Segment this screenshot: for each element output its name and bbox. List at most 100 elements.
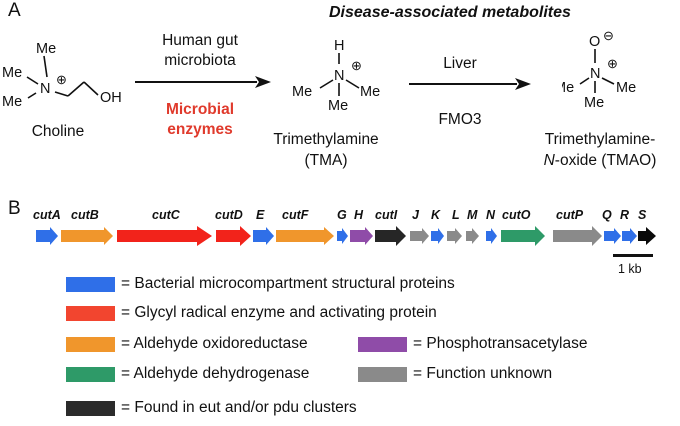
- gene-label-R: R: [620, 208, 630, 222]
- choline-atom-oh: OH: [100, 90, 122, 106]
- gene-label-H: H: [354, 208, 364, 222]
- gene-label-J: J: [412, 208, 419, 222]
- choline-atom-me-left: Me: [2, 65, 22, 81]
- gene-arrow-Q: [604, 228, 621, 244]
- legend-swatch: [358, 366, 407, 382]
- gene-label-cutF: cutF: [282, 208, 309, 222]
- legend-swatch: [66, 336, 115, 352]
- gene-arrow-L: [447, 228, 462, 244]
- legend-item-eut-pdu: = Found in eut and/or pdu clusters: [66, 397, 357, 419]
- step1-bottom-line1: Microbial: [165, 101, 235, 118]
- metabolites-heading: Disease-associated metabolites: [329, 4, 571, 21]
- gene-arrow-cutA: [36, 227, 58, 245]
- legend-swatch: [66, 305, 115, 321]
- gene-label-cutO: cutO: [502, 208, 531, 222]
- legend-text: = Found in eut and/or pdu clusters: [121, 399, 357, 416]
- tmao-atom-me-right: Me: [616, 80, 636, 96]
- tmao-plus-charge: ⊕: [607, 56, 618, 71]
- step1-bottom-line2: enzymes: [167, 121, 233, 138]
- panel-a-label: A: [8, 0, 21, 21]
- tma-plus-charge: ⊕: [351, 58, 362, 73]
- choline-atom-me-top: Me: [36, 41, 56, 57]
- step1-top-line1: Human gut: [162, 32, 238, 49]
- tmao-label-line2: N-oxide (TMAO): [525, 151, 675, 170]
- legend-item-microcompartment: = Bacterial microcompartment structural …: [66, 273, 455, 295]
- legend-text: = Aldehyde dehydrogenase: [121, 365, 310, 382]
- legend-item-phosphotransacetylase: = Phosphotransacetylase: [358, 333, 588, 355]
- gene-arrow-N: [486, 228, 497, 244]
- gene-label-M: M: [467, 208, 478, 222]
- tmao-atom-me-bottom: Me: [584, 95, 604, 111]
- scale-bar: [613, 254, 653, 257]
- gene-label-cutP: cutP: [556, 208, 584, 222]
- tmao-atom-me-left: Me: [562, 80, 574, 96]
- panel-b-label: B: [8, 198, 21, 219]
- tma-atom-h: H: [334, 38, 344, 54]
- step2-top-label: Liver: [443, 55, 477, 72]
- tmao-label-rest: -oxide (TMAO): [554, 152, 657, 169]
- tmao-minus-charge: ⊖: [603, 30, 614, 43]
- tma-atom-n: N: [334, 68, 344, 84]
- gene-arrow-H: [350, 227, 373, 245]
- gene-arrow-G: [337, 228, 348, 244]
- gene-arrow-R: [622, 228, 637, 244]
- legend-text: = Glycyl radical enzyme and activating p…: [121, 304, 437, 321]
- gene-label-K: K: [431, 208, 441, 222]
- choline-plus-charge: ⊕: [56, 72, 67, 87]
- legend-text: = Function unknown: [413, 365, 553, 382]
- tmao-atom-n: N: [590, 66, 600, 82]
- legend-text: = Aldehyde oxidoreductase: [121, 335, 308, 352]
- step1-top-line2: microbiota: [164, 52, 236, 69]
- gene-label-S: S: [638, 208, 647, 222]
- choline-atom-n: N: [40, 81, 50, 97]
- choline-atom-me-bottom: Me: [2, 94, 22, 110]
- gene-label-cutI: cutI: [375, 208, 398, 222]
- legend-text: = Phosphotransacetylase: [413, 335, 588, 352]
- scale-bar-label: 1 kb: [618, 262, 642, 276]
- tma-atom-me-right: Me: [360, 84, 380, 100]
- step2-arrow: [409, 78, 531, 90]
- gene-arrow-cutC: [117, 226, 212, 246]
- tma-atom-me-bottom: Me: [328, 98, 348, 114]
- gene-arrow-J: [410, 228, 429, 244]
- legend-item-aldehyde-oxidoreductase: = Aldehyde oxidoreductase: [66, 333, 308, 355]
- step1-arrow: [135, 76, 271, 88]
- gene-label-cutC: cutC: [152, 208, 180, 222]
- legend-swatch: [66, 400, 115, 416]
- gene-label-Q: Q: [602, 208, 612, 222]
- legend-item-aldehyde-dehydrogenase: = Aldehyde dehydrogenase: [66, 363, 309, 385]
- gene-label-L: L: [452, 208, 460, 222]
- gene-arrow-cutF: [276, 227, 334, 245]
- legend-item-glycyl-radical: = Glycyl radical enzyme and activating p…: [66, 302, 437, 324]
- tmao-label-n: N: [543, 152, 555, 169]
- gene-arrow-cutD: [216, 226, 251, 246]
- tma-atom-me-left: Me: [292, 84, 312, 100]
- legend-swatch: [66, 366, 115, 382]
- gene-label-cutD: cutD: [215, 208, 243, 222]
- gene-arrow-K: [431, 228, 444, 244]
- choline-structure: Me Me Me N ⊕ OH: [2, 41, 122, 110]
- gene-arrow-cutI: [375, 226, 406, 246]
- tma-structure: H N ⊕ Me Me Me: [292, 38, 380, 114]
- gene-label-cutB: cutB: [71, 208, 99, 222]
- gene-label-E: E: [256, 208, 265, 222]
- legend-swatch: [66, 276, 115, 292]
- legend-swatch: [358, 336, 407, 352]
- tmao-label-line1: Trimethylamine-: [544, 131, 656, 148]
- step2-bottom-label: FMO3: [438, 111, 482, 128]
- gene-arrow-cutB: [61, 227, 113, 245]
- choline-label: Choline: [31, 123, 85, 140]
- tma-label-line1: Trimethylamine: [273, 131, 379, 148]
- legend-item-function-unknown: = Function unknown: [358, 363, 552, 385]
- gene-arrow-cutO: [501, 226, 545, 246]
- gene-label-cutA: cutA: [33, 208, 61, 222]
- legend-text: = Bacterial microcompartment structural …: [121, 275, 455, 292]
- gene-arrow-S: [638, 227, 656, 245]
- tma-label-line2: (TMA): [304, 152, 348, 169]
- gene-arrow-cutP: [553, 226, 602, 246]
- gene-arrow-E: [253, 227, 274, 245]
- gene-arrow-M: [466, 228, 479, 244]
- tmao-structure: O ⊖ N ⊕ Me Me Me: [562, 30, 636, 111]
- gene-cluster: [36, 226, 656, 246]
- tmao-atom-o: O: [589, 34, 600, 50]
